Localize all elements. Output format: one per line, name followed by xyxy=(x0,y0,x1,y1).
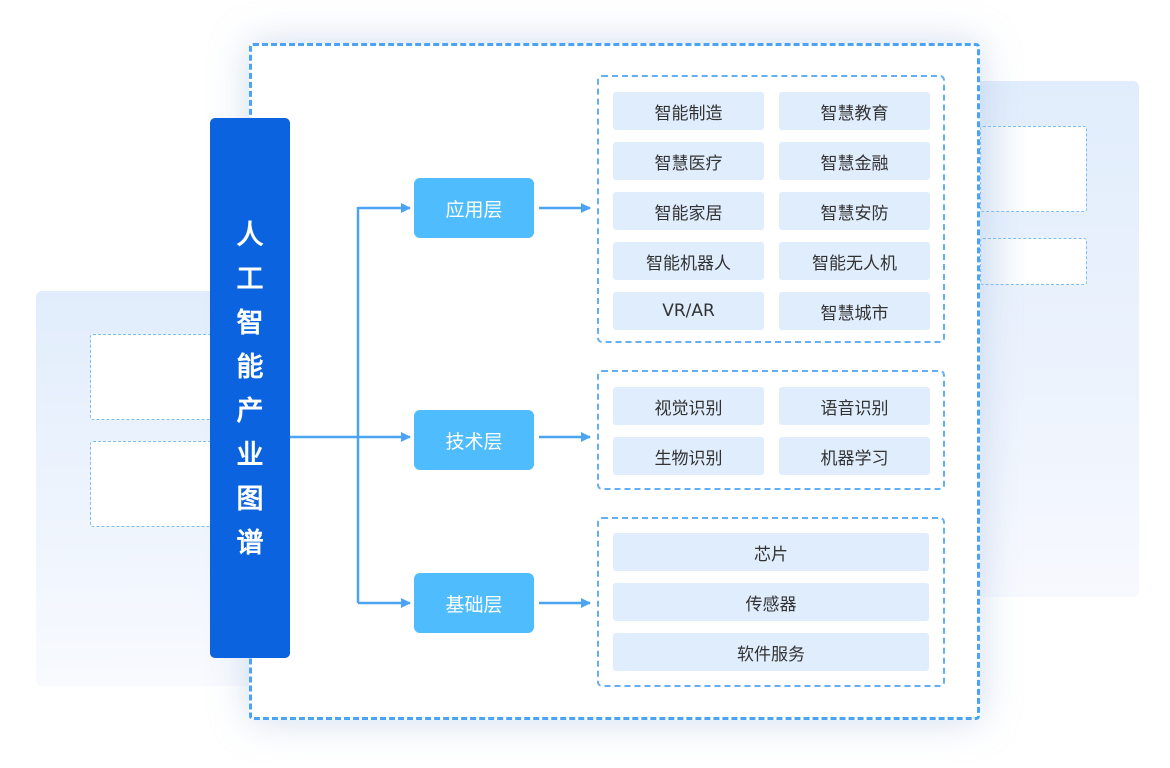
item-cell[interactable]: 软件服务 xyxy=(613,633,929,671)
placeholder-box xyxy=(980,126,1087,212)
technology-items-group: 视觉识别 语音识别 生物识别 机器学习 xyxy=(597,370,945,490)
item-cell[interactable]: 智能机器人 xyxy=(613,242,764,280)
layer-node-application[interactable]: 应用层 xyxy=(414,178,534,238)
item-cell[interactable]: VR/AR xyxy=(613,292,764,330)
item-cell[interactable]: 智慧教育 xyxy=(779,92,930,130)
layer-node-technology[interactable]: 技术层 xyxy=(414,410,534,470)
foundation-items-group: 芯片 传感器 软件服务 xyxy=(597,517,945,687)
placeholder-box xyxy=(980,238,1087,285)
item-cell[interactable]: 智慧安防 xyxy=(779,192,930,230)
title-char: 图 xyxy=(236,484,264,515)
item-cell[interactable]: 智能家居 xyxy=(613,192,764,230)
item-cell[interactable]: 语音识别 xyxy=(779,387,930,425)
title-char: 人 xyxy=(236,220,264,251)
title-char: 谱 xyxy=(236,528,264,559)
item-cell[interactable]: 智慧金融 xyxy=(779,142,930,180)
title-char: 智 xyxy=(236,308,264,339)
application-items-group: 智能制造 智慧教育 智慧医疗 智慧金融 智能家居 智慧安防 智能机器人 智能无人… xyxy=(597,75,945,343)
item-cell[interactable]: 智慧城市 xyxy=(779,292,930,330)
title-char: 产 xyxy=(236,396,264,427)
title-char: 能 xyxy=(236,352,264,383)
item-cell[interactable]: 智能制造 xyxy=(613,92,764,130)
title-bar: 人 工 智 能 产 业 图 谱 xyxy=(210,118,290,658)
item-cell[interactable]: 芯片 xyxy=(613,533,929,571)
item-cell[interactable]: 生物识别 xyxy=(613,437,764,475)
item-cell[interactable]: 智能无人机 xyxy=(779,242,930,280)
item-cell[interactable]: 传感器 xyxy=(613,583,929,621)
title-char: 工 xyxy=(236,264,264,295)
item-cell[interactable]: 视觉识别 xyxy=(613,387,764,425)
item-cell[interactable]: 机器学习 xyxy=(779,437,930,475)
title-char: 业 xyxy=(236,440,264,471)
item-cell[interactable]: 智慧医疗 xyxy=(613,142,764,180)
layer-node-foundation[interactable]: 基础层 xyxy=(414,573,534,633)
